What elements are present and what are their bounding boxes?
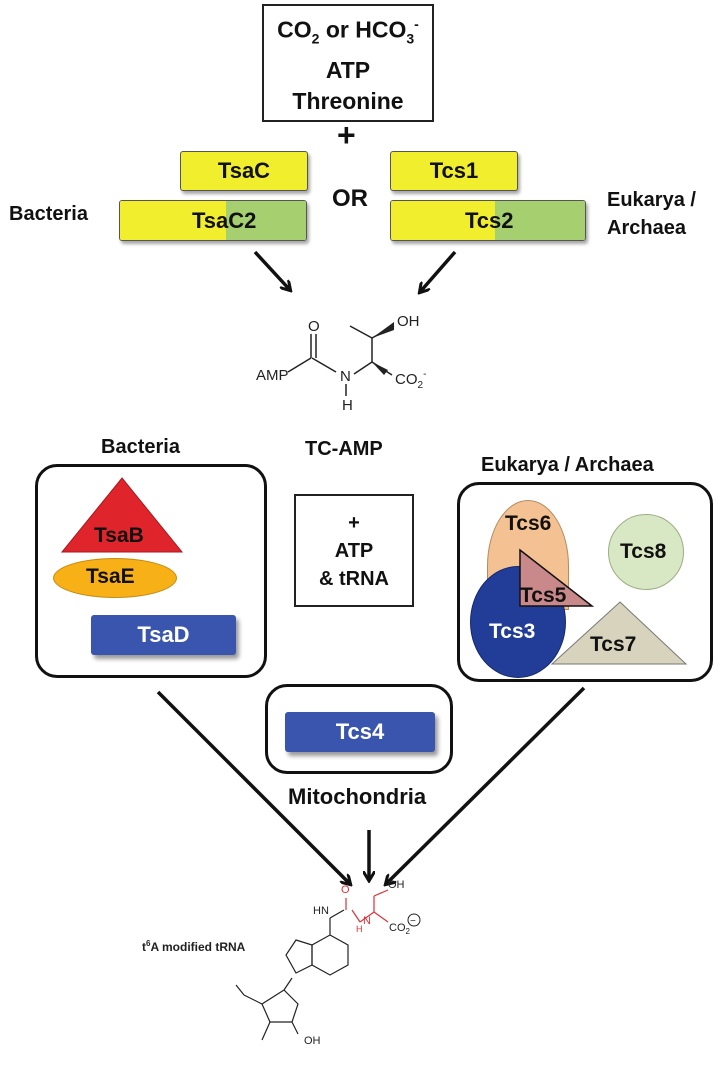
plus-sign: + [337,117,356,153]
t6a-minus: − [410,916,416,927]
center-atp: ATP [334,539,374,562]
tsac2-protein: TsaC2 [119,200,307,241]
tcs3-label: Tcs3 [489,620,536,643]
t6a-structure [235,909,349,1041]
co2-text: CO [277,17,312,44]
tcs5-triangle [519,548,595,607]
arrow-tcs2-to-tcamp [420,250,457,292]
bacteria-group-label: Bacteria [101,436,180,458]
or-label: OR [332,185,368,212]
tcs1-protein: Tcs1 [390,151,518,191]
tsab-triangle [60,477,184,553]
center-plus: + [348,511,360,534]
tsac2-green-domain [226,201,306,240]
tcs2-label: Tcs2 [465,208,514,234]
t6a-h: H [356,924,363,934]
arrow-tsac2-to-tcamp [253,250,290,290]
t6a-red-part [345,889,389,923]
hco3-text: or HCO [319,17,407,44]
tc-amp-o: O [308,318,320,335]
tc-amp-structure [287,322,395,376]
eukarya-group-label: Eukarya / Archaea [481,454,654,476]
tcs2-label-part1: Tcs [465,208,502,233]
tc-amp-label: TC-AMP [305,438,383,460]
tcs7-label: Tcs7 [590,633,637,656]
eukarya-side-label-line2: Archaea [607,217,686,239]
tsac2-label-part1: Tsa [192,208,229,233]
tsac-label: TsaC [217,158,271,183]
eukarya-side-label-line1: Eukarya / [607,189,696,211]
tsae-label: TsaE [86,565,135,588]
hco3-subscript: 3 [406,30,415,47]
tsad-bar: TsaD [91,615,236,655]
tcs8-circle [608,514,684,590]
threonine-text: Threonine [292,87,404,114]
co2-hco3-line: CO2 or HCO3- [277,9,419,54]
tsae-ellipse [53,558,177,598]
mitochondria-group-box [265,684,453,774]
tsab-label: TsaB [94,524,144,547]
eukarya-group-box [457,482,713,682]
bacteria-group-box [35,464,267,678]
center-trna: & tRNA [319,567,389,590]
t6a-hn: HN [313,905,329,917]
tsac-protein: TsaC [180,151,308,191]
eukarya-side-label: Eukarya / Archaea [607,186,696,242]
tcs2-yellow-domain [391,201,495,240]
tcs8-label: Tcs8 [620,540,667,563]
tcs6-label: Tcs6 [505,512,552,535]
tsac2-yellow-domain [120,201,226,240]
hco3-superscript: - [414,16,419,33]
substrate-box: CO2 or HCO3- ATP Threonine [262,4,434,122]
t6a-label: t6A modified tRNA [142,939,246,954]
co2-subscript: 2 [311,30,320,47]
tc-amp-oh: OH [397,313,420,330]
tcs2-label-part2: 2 [501,208,514,233]
tcs2-green-domain [495,201,585,240]
bacteria-side-label: Bacteria [9,203,88,225]
mitochondria-label: Mitochondria [288,784,427,809]
t6a-oh: OH [388,879,405,891]
tcs7-triangle [550,601,688,665]
tcs1-label: Tcs1 [429,158,479,183]
t6a-minus-circle [407,913,421,927]
t6a-n: N [363,915,371,927]
tcs2-protein: Tcs2 [390,200,586,241]
center-atp-trna-box: + ATP & tRNA [294,494,414,607]
t6a-co2: CO2 [389,922,411,936]
tsac2-label: TsaC2 [192,208,256,234]
tcs4-label: Tcs4 [335,719,385,744]
atp-text: ATP [325,56,371,83]
tsad-label: TsaD [137,622,190,647]
tcs4-bar: Tcs4 [285,712,435,752]
t6a-sugar-oh: OH [304,1035,321,1047]
tsac2-label-part2: C2 [228,208,257,233]
tcs5-label: Tcs5 [520,584,567,607]
t6a-o: O [341,884,350,896]
tc-amp-n: N [340,368,351,385]
tc-amp-amp: AMP [256,367,289,384]
tc-amp-h: H [342,397,353,414]
tc-amp-co2: CO2- [395,369,426,391]
